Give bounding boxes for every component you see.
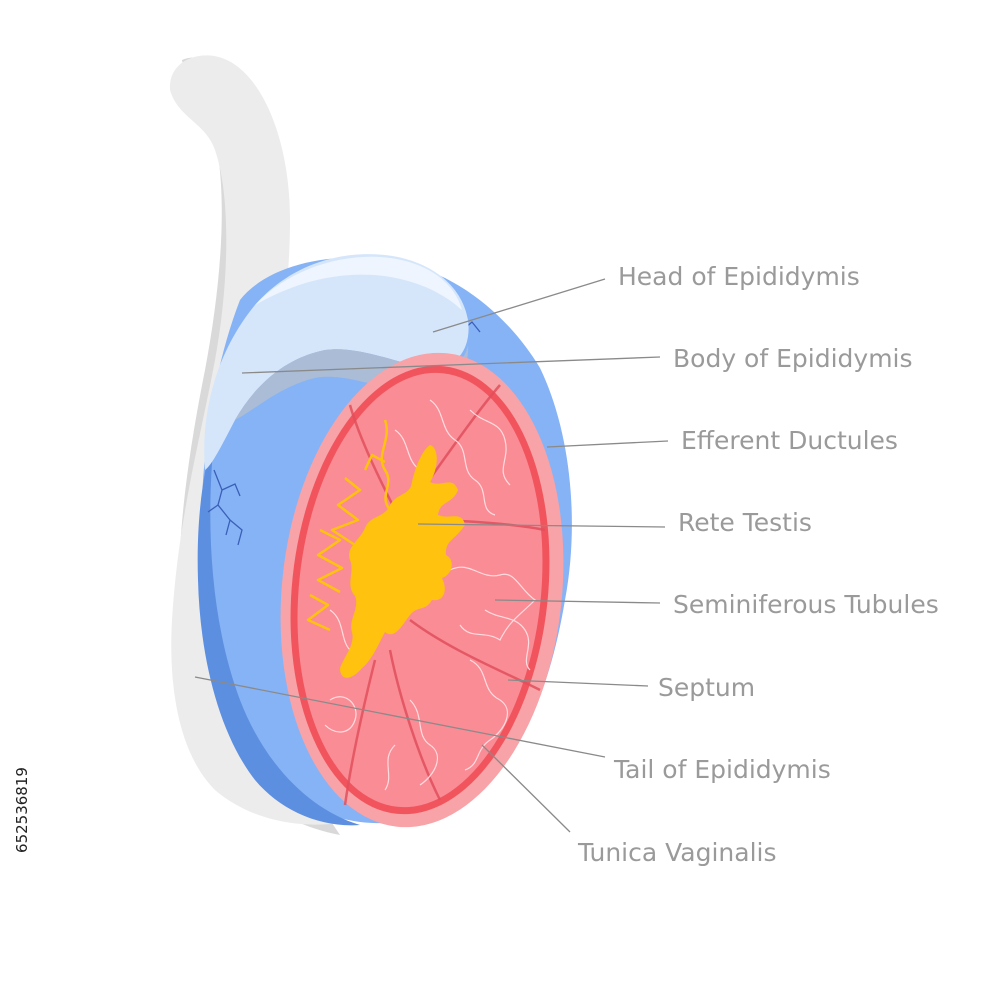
leader-efferent-ductules xyxy=(546,440,669,448)
label-rete-testis: Rete Testis xyxy=(678,508,812,537)
label-head-of-epididymis: Head of Epididymis xyxy=(618,262,860,291)
label-tunica-vaginalis: Tunica Vaginalis xyxy=(578,838,777,867)
seminiferous-tubules xyxy=(324,399,536,791)
leader-rete-testis xyxy=(417,523,666,528)
leader-septum xyxy=(507,679,649,687)
septa xyxy=(343,384,546,806)
tunica-veins xyxy=(207,319,481,546)
leader-tunica-vaginalis xyxy=(481,744,571,833)
leader-body-of-epididymis xyxy=(241,356,661,374)
epididymis-highlight xyxy=(255,256,462,310)
leader-lines xyxy=(194,278,669,833)
epididymis-shadow xyxy=(235,345,469,420)
efferent-ductules xyxy=(306,419,392,632)
label-septum: Septum xyxy=(658,673,756,702)
leader-tail-of-epididymis xyxy=(194,676,606,758)
label-body-of-epididymis: Body of Epididymis xyxy=(673,344,913,373)
leader-seminiferous-tubules xyxy=(494,599,661,604)
tunica-vaginalis-shade xyxy=(197,430,360,826)
stock-image-id: 652536819 xyxy=(13,767,31,853)
label-tail-of-epididymis: Tail of Epididymis xyxy=(614,755,831,784)
leader-head-of-epididymis xyxy=(432,278,606,333)
rete-testis xyxy=(340,445,465,678)
label-efferent-ductules: Efferent Ductules xyxy=(681,426,898,455)
epididymis xyxy=(204,254,469,470)
label-seminiferous-tubules: Seminiferous Tubules xyxy=(673,590,939,619)
